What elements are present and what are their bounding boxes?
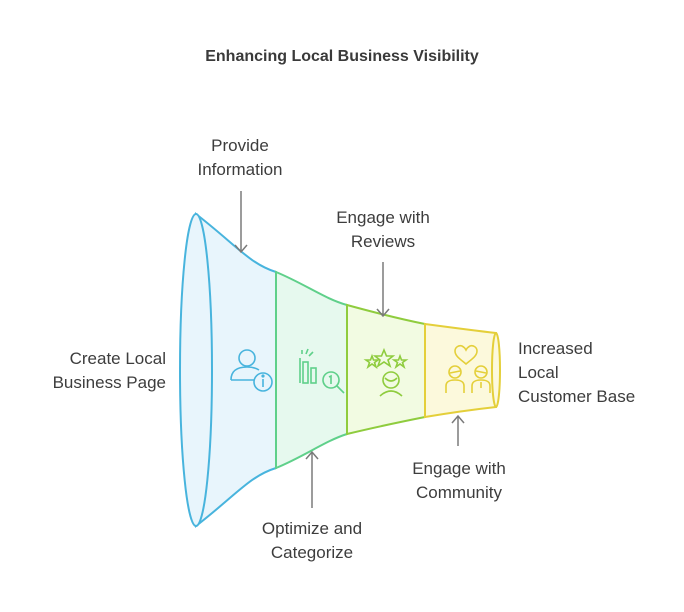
label-create-local-business-page: Create Local Business Page	[52, 349, 166, 392]
diagram-title: Enhancing Local Business Visibility	[205, 48, 479, 65]
label-engage-reviews: Engage with Reviews	[336, 208, 430, 251]
label-optimize-categorize: Optimize and Categorize	[261, 519, 363, 562]
label-increased-local-customer-base: Increased Local Customer Base	[518, 339, 636, 406]
funnel-segment-3	[346, 303, 426, 436]
bar-chart-search-icon	[299, 348, 345, 394]
label-engage-community: Engage with Community	[412, 459, 506, 502]
funnel-end	[491, 332, 501, 408]
star-rating-icon	[363, 347, 409, 397]
user-info-icon	[230, 349, 273, 392]
label-provide-information: Provide Information	[197, 136, 283, 179]
funnel-opening	[179, 213, 213, 527]
community-heart-icon	[445, 344, 491, 393]
